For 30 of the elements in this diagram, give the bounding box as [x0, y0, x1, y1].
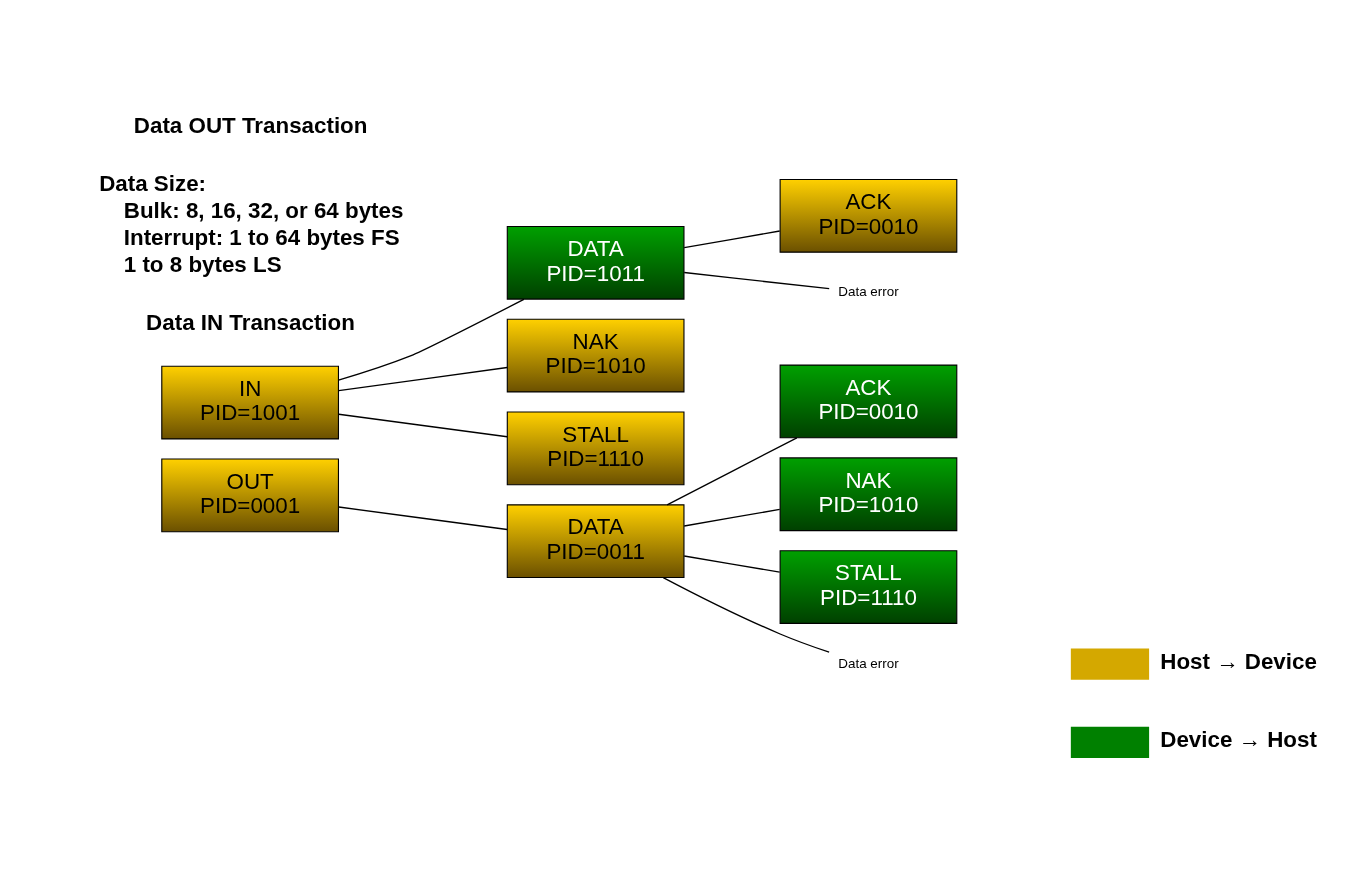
connector [662, 576, 830, 653]
label: Bulk: 8, 16, 32, or 64 bytes [123, 197, 404, 223]
node-text: Data error [838, 655, 899, 671]
node-box: DATA PID=1011 [506, 225, 685, 300]
connector [338, 505, 508, 530]
node-box: STALL PID=1110 [506, 411, 685, 485]
node-box: ACK PID=0010 [779, 364, 958, 438]
connector [666, 436, 798, 505]
label: Interrupt: 1 to 64 bytes FS [123, 224, 400, 250]
label: Data OUT Transaction [133, 112, 368, 138]
connector [683, 229, 781, 248]
connector [683, 554, 781, 573]
legend-label: Device → Host [1160, 726, 1317, 752]
label: Data IN Transaction [146, 309, 355, 335]
label: 1 to 8 bytes LS [123, 251, 282, 277]
legend-label: Host → Device [1160, 648, 1317, 674]
node-box: NAK PID=1010 [506, 318, 685, 392]
connector [337, 298, 525, 381]
node-box: OUT PID=0001 [161, 457, 339, 532]
connector [338, 413, 508, 437]
label: Data Size: [99, 170, 207, 196]
connector [683, 508, 781, 527]
node-box: STALL PID=1110 [779, 549, 958, 624]
node-text: Data error [838, 283, 899, 299]
node-box: NAK PID=1010 [779, 456, 958, 531]
node-box: IN PID=1001 [161, 365, 339, 439]
connector [683, 271, 830, 289]
node-box: ACK PID=0010 [779, 178, 958, 253]
connector [338, 366, 508, 391]
node-box: DATA PID=0011 [506, 503, 685, 578]
